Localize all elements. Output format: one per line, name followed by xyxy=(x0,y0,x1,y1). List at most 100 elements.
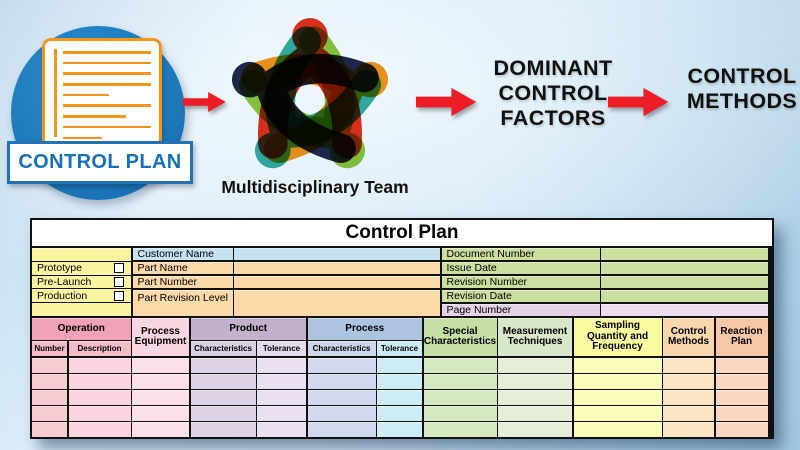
grid-data-cell xyxy=(132,390,189,405)
grid-data-cell xyxy=(257,390,306,405)
document-margin-line xyxy=(54,49,57,137)
control-plan-label: CONTROL PLAN xyxy=(7,141,193,184)
grid-data-cell xyxy=(307,390,376,405)
grid-data-cell xyxy=(190,374,256,389)
grid-data-cell xyxy=(257,422,306,437)
grid-data-cell xyxy=(377,406,422,421)
grid-data-cell xyxy=(257,357,306,373)
column-sampling-quantity-frequency: Sampling Quantity and Frequency xyxy=(573,317,662,357)
grid-data-cell xyxy=(32,390,67,405)
grid-data-cell xyxy=(190,390,256,405)
field-value-part-number xyxy=(234,275,440,289)
arrow-icon-1 xyxy=(183,91,226,113)
build-phase-box: Prototype Pre-Launch Production xyxy=(32,248,131,316)
column-operation-number: Number xyxy=(32,341,67,357)
grid-data-cell xyxy=(715,390,768,405)
control-methods-text: CONTROL METHODS xyxy=(686,64,798,113)
grid-data-cell xyxy=(68,406,131,421)
column-group-product: Product xyxy=(190,317,306,340)
grid-data-cell xyxy=(663,390,714,405)
field-label-revision-date: Revision Date xyxy=(441,289,600,303)
control-plan-grid: Operation Number Description Process Equ… xyxy=(32,315,772,437)
team-caption: Multidisciplinary Team xyxy=(221,177,409,197)
grid-data-cell xyxy=(307,374,376,389)
grid-data-cell xyxy=(573,422,662,437)
grid-data-cell xyxy=(663,422,714,437)
grid-data-cell xyxy=(715,357,768,373)
table-info-section: Prototype Pre-Launch Production Customer… xyxy=(32,248,772,316)
phase-row-production: Production xyxy=(32,288,131,302)
grid-data-cell xyxy=(377,422,422,437)
grid-data-cell xyxy=(68,422,131,437)
table-title: Control Plan xyxy=(32,220,772,248)
grid-data-cell xyxy=(377,390,422,405)
grid-data-cell xyxy=(307,422,376,437)
grid-data-cell xyxy=(498,374,572,389)
field-value-revision-date xyxy=(601,289,768,303)
field-value-issue-date xyxy=(601,261,768,275)
phase-label: Prototype xyxy=(37,262,82,275)
arrow-icon-2 xyxy=(416,87,477,117)
grid-data-cell xyxy=(68,390,131,405)
phase-row-empty xyxy=(32,248,131,261)
column-process-tolerance: Tolerance xyxy=(377,341,422,357)
grid-data-cell xyxy=(132,406,189,421)
grid-data-cell xyxy=(498,390,572,405)
column-process-equipment: Process Equipment xyxy=(132,317,189,357)
grid-data-cell xyxy=(663,357,714,373)
column-special-characteristics: Special Characteristics xyxy=(423,317,497,357)
dominant-control-factors-text: DOMINANT CONTROL FACTORS xyxy=(493,56,613,130)
phase-row-empty xyxy=(32,302,131,316)
grid-data-cell xyxy=(307,406,376,421)
grid-data-cell xyxy=(190,406,256,421)
grid-data-cell xyxy=(498,406,572,421)
checkbox-icon xyxy=(114,276,124,287)
grid-data-cell xyxy=(132,357,189,373)
field-value-part-name xyxy=(234,261,440,275)
field-value-customer-name xyxy=(234,248,440,261)
column-group-operation: Operation xyxy=(32,317,131,340)
checkbox-icon xyxy=(114,290,124,301)
checkbox-icon xyxy=(114,263,124,274)
grid-data-cell xyxy=(498,357,572,373)
grid-data-cell xyxy=(423,374,497,389)
field-label-document-number: Document Number xyxy=(441,248,600,261)
field-label-part-name: Part Name xyxy=(132,261,233,275)
grid-data-cell xyxy=(190,357,256,373)
field-label-page-number: Page Number xyxy=(441,303,600,316)
grid-data-cell xyxy=(257,406,306,421)
field-value-part-revision-level xyxy=(234,289,440,316)
document-icon xyxy=(42,38,162,148)
field-label-customer-name: Customer Name xyxy=(132,248,233,261)
field-value-document-number xyxy=(601,248,768,261)
grid-data-cell xyxy=(423,422,497,437)
grid-data-cell xyxy=(377,374,422,389)
field-label-part-revision-level: Part Revision Level xyxy=(132,289,233,316)
phase-label: Production xyxy=(37,289,88,302)
grid-data-cell xyxy=(423,390,497,405)
column-reaction-plan: Reaction Plan xyxy=(715,317,768,357)
grid-data-cell xyxy=(68,374,131,389)
phase-row-pre-launch: Pre-Launch xyxy=(32,274,131,289)
field-label-issue-date: Issue Date xyxy=(441,261,600,275)
column-group-process: Process xyxy=(307,317,422,340)
column-product-characteristics: Characteristics xyxy=(190,341,256,357)
grid-data-cell xyxy=(573,390,662,405)
grid-data-cell xyxy=(257,374,306,389)
phase-label: Pre-Launch xyxy=(37,275,92,288)
grid-data-cell xyxy=(423,406,497,421)
grid-data-cell xyxy=(32,422,67,437)
column-operation-description: Description xyxy=(68,341,131,357)
grid-data-cell xyxy=(573,357,662,373)
grid-data-cell xyxy=(573,406,662,421)
grid-data-cell xyxy=(132,374,189,389)
grid-data-cell xyxy=(715,374,768,389)
column-process-characteristics: Characteristics xyxy=(307,341,376,357)
control-plan-table: Control Plan Prototype Pre-Launch Produc… xyxy=(30,218,774,439)
document-text-lines xyxy=(63,51,151,147)
multidisciplinary-team-icon xyxy=(231,18,389,169)
field-value-page-number xyxy=(601,303,768,316)
phase-row-prototype: Prototype xyxy=(32,260,131,275)
grid-data-cell xyxy=(32,406,67,421)
grid-data-cell xyxy=(68,357,131,373)
